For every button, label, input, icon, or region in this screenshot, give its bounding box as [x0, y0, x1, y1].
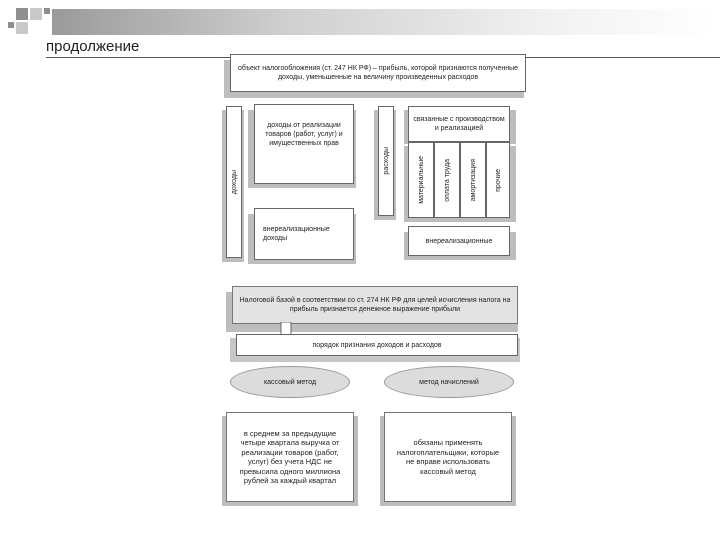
income-column: доходы	[226, 106, 242, 258]
slide-title: продолжение	[46, 38, 140, 55]
object-of-taxation-box: объект налогообложения (ст. 247 НК РФ) –…	[230, 54, 526, 92]
expense-item-depreciation-label: амортизация	[469, 158, 477, 202]
expenses-label: расходы	[382, 147, 390, 175]
decor-square-3	[16, 22, 28, 34]
production-related-box: связанные с производством и реализацией	[408, 106, 510, 142]
income-nonsales-box: внереализационные доходы	[254, 208, 354, 260]
expense-item-depreciation: амортизация	[460, 142, 486, 218]
expense-item-other: прочие	[486, 142, 510, 218]
nonsales-expenses-box: внереализационные	[408, 226, 510, 256]
decor-square-4	[8, 22, 14, 28]
expense-item-labor: оплата труда	[434, 142, 460, 218]
expense-item-materials: материальные	[408, 142, 434, 218]
expense-item-labor-label: оплата труда	[443, 158, 451, 202]
decor-square-1	[16, 8, 28, 20]
income-label: доходы	[230, 169, 238, 195]
tax-base-box: Налоговой базой в соответствии со ст. 27…	[232, 286, 518, 324]
accrual-method-oval: метод начислений	[384, 366, 514, 398]
decor-square-2	[30, 8, 42, 20]
cash-condition-box: в среднем за предыдущие четыре квартала …	[226, 412, 354, 502]
accrual-condition-box: обязаны применять налогоплательщики, кот…	[384, 412, 512, 502]
expenses-column: расходы	[378, 106, 394, 216]
expense-item-other-label: прочие	[494, 168, 502, 192]
income-sales-box: доходы от реализации товаров (работ, усл…	[254, 104, 354, 184]
header-gradient-band	[52, 9, 720, 35]
cash-method-oval: кассовый метод	[230, 366, 350, 398]
expense-item-materials-label: материальные	[417, 156, 425, 204]
decor-square-5	[44, 8, 50, 14]
recognition-order-box: порядок признания доходов и расходов	[236, 334, 518, 356]
